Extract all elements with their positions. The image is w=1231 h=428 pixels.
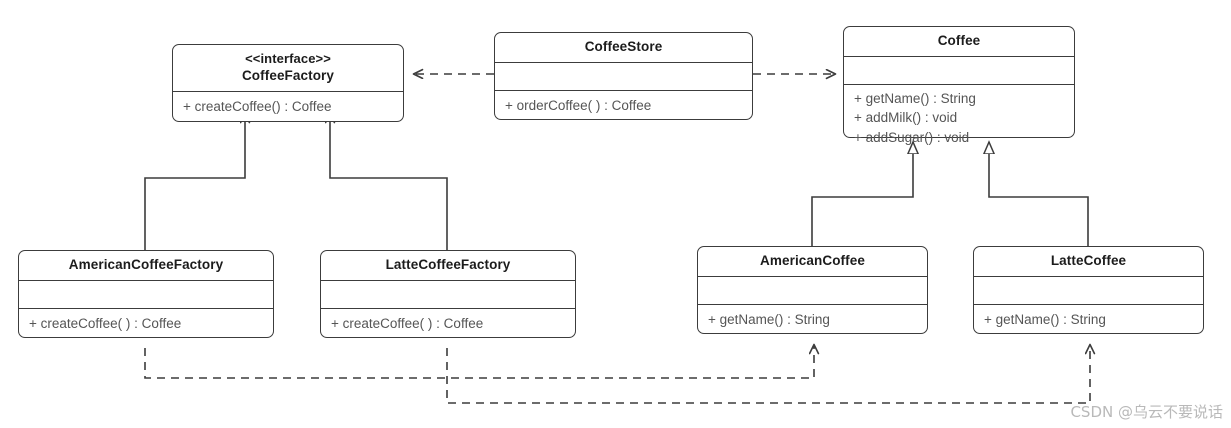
- edge-americancoffee-extends: [811, 142, 913, 246]
- class-box-american-coffee[interactable]: AmericanCoffee + getName() : String: [697, 246, 928, 335]
- class-methods-coffee: + getName() : String + addMilk() : void …: [844, 85, 1074, 145]
- method-item: + addSugar() : void: [854, 129, 970, 145]
- class-methods-american-coffee: + getName() : String: [698, 305, 927, 334]
- class-box-latte-coffee[interactable]: LatteCoffee + getName() : String: [973, 246, 1204, 335]
- class-header-latte-coffee-factory: LatteCoffeeFactory: [321, 251, 575, 281]
- class-methods-latte-coffee-factory: + createCoffee( ) : Coffee: [321, 309, 575, 338]
- class-attributes-american-coffee: [698, 277, 927, 305]
- class-attributes-latte-coffee: [974, 277, 1203, 305]
- class-header-american-coffee: AmericanCoffee: [698, 247, 927, 277]
- class-header-coffee-factory: <<interface>> CoffeeFactory: [173, 45, 403, 92]
- class-methods-american-coffee-factory: + createCoffee( ) : Coffee: [19, 309, 273, 338]
- method-item: + getName() : String: [854, 90, 976, 106]
- class-box-coffee[interactable]: Coffee + getName() : String + addMilk() …: [843, 26, 1075, 145]
- class-box-american-coffee-factory[interactable]: AmericanCoffeeFactory + createCoffee( ) …: [18, 250, 274, 339]
- edge-lattefactory-implements: [330, 114, 448, 250]
- edge-lattefactory-creates: [446, 345, 1090, 404]
- class-methods-latte-coffee: + getName() : String: [974, 305, 1203, 334]
- class-name: CoffeeFactory: [241, 68, 335, 84]
- method-item: + createCoffee() : Coffee: [183, 98, 332, 114]
- class-header-coffee-store: CoffeeStore: [495, 33, 752, 63]
- method-item: + createCoffee( ) : Coffee: [331, 315, 484, 331]
- class-header-american-coffee-factory: AmericanCoffeeFactory: [19, 251, 273, 281]
- watermark: CSDN @乌云不要说话: [1070, 403, 1223, 421]
- edge-lattecoffee-extends: [989, 142, 1089, 246]
- method-item: + orderCoffee( ) : Coffee: [505, 97, 652, 113]
- class-name: Coffee: [937, 33, 981, 48]
- class-box-coffee-factory[interactable]: <<interface>> CoffeeFactory + createCoff…: [172, 44, 404, 122]
- class-name: AmericanCoffeeFactory: [68, 257, 224, 272]
- method-item: + getName() : String: [984, 311, 1106, 327]
- edge-americanfactory-creates: [144, 345, 814, 379]
- class-name: AmericanCoffee: [760, 253, 865, 268]
- class-box-coffee-store[interactable]: CoffeeStore + orderCoffee( ) : Coffee: [494, 32, 753, 121]
- class-attributes-coffee: [844, 57, 1074, 85]
- method-item: + createCoffee( ) : Coffee: [29, 315, 182, 331]
- method-item: + getName() : String: [708, 311, 830, 327]
- class-attributes-coffee-store: [495, 63, 752, 91]
- class-box-latte-coffee-factory[interactable]: LatteCoffeeFactory + createCoffee( ) : C…: [320, 250, 576, 339]
- class-name: LatteCoffee: [1050, 253, 1127, 268]
- class-attributes-american-coffee-factory: [19, 281, 273, 309]
- class-header-latte-coffee: LatteCoffee: [974, 247, 1203, 277]
- class-attributes-latte-coffee-factory: [321, 281, 575, 309]
- class-name: CoffeeStore: [584, 39, 663, 54]
- edge-americanfactory-implements: [144, 114, 245, 250]
- class-header-coffee: Coffee: [844, 27, 1074, 57]
- class-name: LatteCoffeeFactory: [385, 257, 511, 272]
- class-methods-coffee-store: + orderCoffee( ) : Coffee: [495, 91, 752, 120]
- method-item: + addMilk() : void: [854, 110, 958, 126]
- class-methods-coffee-factory: + createCoffee() : Coffee: [173, 92, 403, 121]
- class-stereotype: <<interface>>: [245, 51, 331, 66]
